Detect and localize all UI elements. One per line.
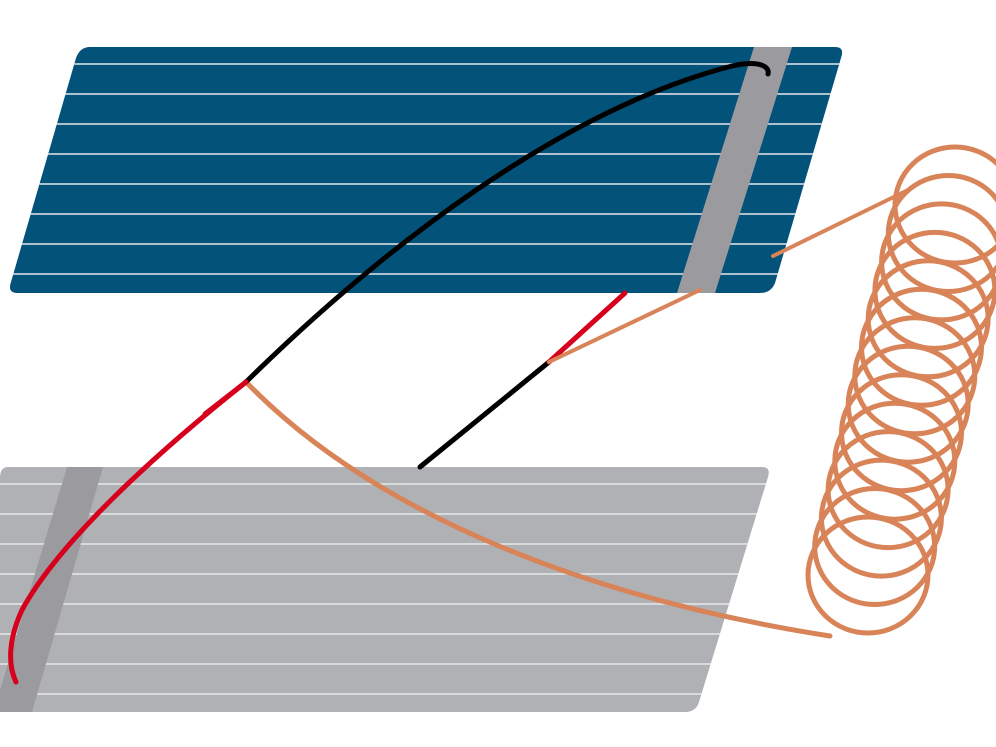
blue-panel-body bbox=[9, 47, 843, 293]
blue-solar-panel bbox=[9, 47, 843, 293]
gray-panel-grid-lines bbox=[0, 483, 769, 695]
gray-panel-body bbox=[0, 467, 769, 712]
red-wire-lower-panel bbox=[8, 379, 249, 685]
blue-panel-busbar bbox=[677, 47, 792, 293]
red-wire-upper bbox=[546, 290, 628, 365]
copper-coil bbox=[805, 144, 996, 636]
black-wire-upper bbox=[243, 61, 771, 385]
copper-wire-upper bbox=[547, 188, 910, 364]
coil-loop bbox=[805, 514, 931, 636]
gray-solar-panel bbox=[0, 467, 769, 712]
copper-wire-lower bbox=[243, 379, 833, 639]
black-wire-lower bbox=[417, 359, 552, 470]
red-wire-junction bbox=[202, 379, 249, 417]
gray-panel-busbar bbox=[0, 467, 103, 712]
